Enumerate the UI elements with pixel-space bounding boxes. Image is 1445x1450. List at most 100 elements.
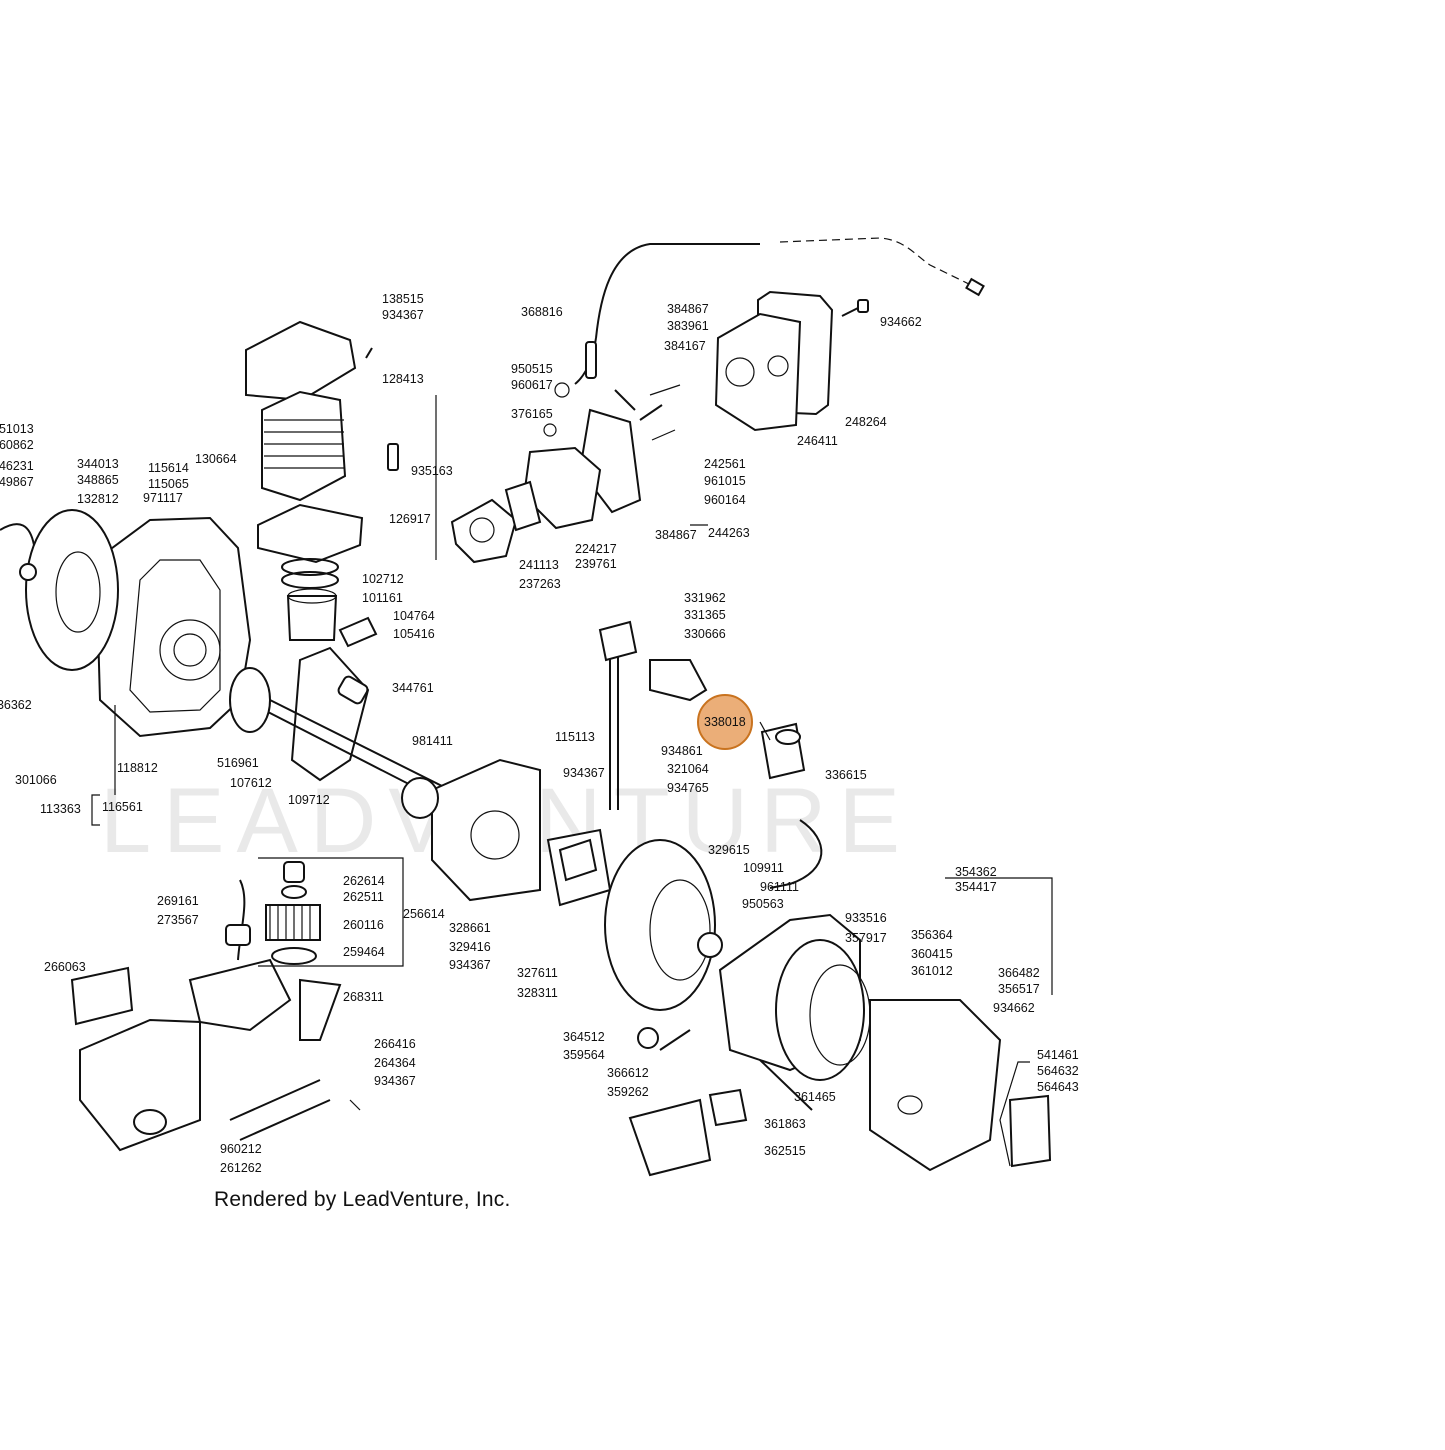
part-label[interactable]: 330666 bbox=[684, 627, 726, 641]
highlighted-part-label[interactable]: 338018 bbox=[704, 715, 746, 729]
part-label[interactable]: 331962 bbox=[684, 591, 726, 605]
part-label[interactable]: 934662 bbox=[993, 1001, 1035, 1015]
part-label[interactable]: 360415 bbox=[911, 947, 953, 961]
part-label[interactable]: 516961 bbox=[217, 756, 259, 770]
part-label[interactable]: 224217 bbox=[575, 542, 617, 556]
part-label[interactable]: 329416 bbox=[449, 940, 491, 954]
part-label[interactable]: 950515 bbox=[511, 362, 553, 376]
part-label[interactable]: 264364 bbox=[374, 1056, 416, 1070]
part-label[interactable]: 301066 bbox=[15, 773, 57, 787]
part-label[interactable]: 248264 bbox=[845, 415, 887, 429]
part-label[interactable]: 364512 bbox=[563, 1030, 605, 1044]
part-label[interactable]: 241113 bbox=[519, 558, 559, 572]
part-label[interactable]: 356364 bbox=[911, 928, 953, 942]
part-label[interactable]: 960164 bbox=[704, 493, 746, 507]
part-label[interactable]: 060862 bbox=[0, 438, 34, 452]
part-label[interactable]: 934367 bbox=[374, 1074, 416, 1088]
part-label[interactable]: 354417 bbox=[955, 880, 997, 894]
part-label[interactable]: 239761 bbox=[575, 557, 617, 571]
part-label[interactable]: 934367 bbox=[563, 766, 605, 780]
part-label[interactable]: 384867 bbox=[667, 302, 709, 316]
part-label[interactable]: 260116 bbox=[343, 918, 384, 932]
part-label[interactable]: 104764 bbox=[393, 609, 435, 623]
part-label[interactable]: 361465 bbox=[794, 1090, 836, 1104]
part-label[interactable]: 384867 bbox=[655, 528, 697, 542]
part-label[interactable]: 934367 bbox=[382, 308, 424, 322]
part-label[interactable]: 383961 bbox=[667, 319, 709, 333]
part-label[interactable]: 126917 bbox=[389, 512, 431, 526]
part-label[interactable]: 362515 bbox=[764, 1144, 806, 1158]
part-label[interactable]: 349867 bbox=[0, 475, 34, 489]
part-label[interactable]: 266063 bbox=[44, 960, 86, 974]
part-label[interactable]: 344013 bbox=[77, 457, 119, 471]
part-label[interactable]: 960212 bbox=[220, 1142, 262, 1156]
part-label[interactable]: 328311 bbox=[517, 986, 558, 1000]
part-label[interactable]: 138515 bbox=[382, 292, 424, 306]
part-label[interactable]: 107612 bbox=[230, 776, 272, 790]
part-label[interactable]: 384167 bbox=[664, 339, 706, 353]
part-label[interactable]: 357917 bbox=[845, 931, 887, 945]
part-label[interactable]: 128413 bbox=[382, 372, 424, 386]
highlighted-part-marker[interactable] bbox=[697, 694, 753, 750]
part-label[interactable]: 331365 bbox=[684, 608, 726, 622]
part-label[interactable]: 113363 bbox=[40, 802, 81, 816]
part-label[interactable]: 262511 bbox=[343, 890, 384, 904]
part-label[interactable]: 118812 bbox=[117, 761, 158, 775]
part-label[interactable]: 961015 bbox=[704, 474, 746, 488]
part-label[interactable]: 321064 bbox=[667, 762, 709, 776]
part-label[interactable]: 115065 bbox=[148, 477, 189, 491]
part-label[interactable]: 244263 bbox=[708, 526, 750, 540]
part-label[interactable]: 376165 bbox=[511, 407, 553, 421]
part-label[interactable]: 351013 bbox=[0, 422, 34, 436]
part-label[interactable]: 981411 bbox=[412, 734, 453, 748]
part-label[interactable]: 102712 bbox=[362, 572, 404, 586]
part-label[interactable]: 246411 bbox=[797, 434, 838, 448]
part-label[interactable]: 259464 bbox=[343, 945, 385, 959]
part-label[interactable]: 960617 bbox=[511, 378, 553, 392]
part-label[interactable]: 971117 bbox=[143, 491, 183, 505]
part-label[interactable]: 328661 bbox=[449, 921, 491, 935]
part-label[interactable]: 961111 bbox=[760, 880, 799, 894]
part-label[interactable]: 261262 bbox=[220, 1161, 262, 1175]
part-label[interactable]: 368816 bbox=[521, 305, 563, 319]
part-label[interactable]: 242561 bbox=[704, 457, 746, 471]
part-label[interactable]: 933516 bbox=[845, 911, 887, 925]
part-label[interactable]: 366482 bbox=[998, 966, 1040, 980]
part-label[interactable]: 934367 bbox=[449, 958, 491, 972]
part-label[interactable]: 327611 bbox=[517, 966, 558, 980]
part-label[interactable]: 329615 bbox=[708, 843, 750, 857]
part-label[interactable]: 116561 bbox=[102, 800, 143, 814]
part-label[interactable]: 132812 bbox=[77, 492, 119, 506]
part-label[interactable]: 101161 bbox=[362, 591, 403, 605]
part-label[interactable]: 268311 bbox=[343, 990, 384, 1004]
part-label[interactable]: 344761 bbox=[392, 681, 434, 695]
part-label[interactable]: 950563 bbox=[742, 897, 784, 911]
part-label[interactable]: 366612 bbox=[607, 1066, 649, 1080]
part-label[interactable]: 346231 bbox=[0, 459, 34, 473]
part-label[interactable]: 256614 bbox=[403, 907, 445, 921]
part-label[interactable]: 266416 bbox=[374, 1037, 416, 1051]
part-label[interactable]: 109911 bbox=[743, 861, 784, 875]
part-label[interactable]: 262614 bbox=[343, 874, 385, 888]
part-label[interactable]: 356517 bbox=[998, 982, 1040, 996]
part-label[interactable]: 115614 bbox=[148, 461, 189, 475]
part-label[interactable]: 361863 bbox=[764, 1117, 806, 1131]
part-label[interactable]: 348865 bbox=[77, 473, 119, 487]
part-label[interactable]: 115113 bbox=[555, 730, 595, 744]
part-label[interactable]: 269161 bbox=[157, 894, 199, 908]
part-label[interactable]: 336615 bbox=[825, 768, 867, 782]
part-label[interactable]: 359262 bbox=[607, 1085, 649, 1099]
part-label[interactable]: 935163 bbox=[411, 464, 453, 478]
part-label[interactable]: 237263 bbox=[519, 577, 561, 591]
part-label[interactable]: 934861 bbox=[661, 744, 703, 758]
part-label[interactable]: 130664 bbox=[195, 452, 237, 466]
part-label[interactable]: 109712 bbox=[288, 793, 330, 807]
part-label[interactable]: 105416 bbox=[393, 627, 435, 641]
part-label[interactable]: 564643 bbox=[1037, 1080, 1079, 1094]
part-label[interactable]: 359564 bbox=[563, 1048, 605, 1062]
part-label[interactable]: 934662 bbox=[880, 315, 922, 329]
part-label[interactable]: 541461 bbox=[1037, 1048, 1079, 1062]
part-label[interactable]: 354362 bbox=[955, 865, 997, 879]
part-label[interactable]: 336362 bbox=[0, 698, 32, 712]
part-label[interactable]: 273567 bbox=[157, 913, 199, 927]
